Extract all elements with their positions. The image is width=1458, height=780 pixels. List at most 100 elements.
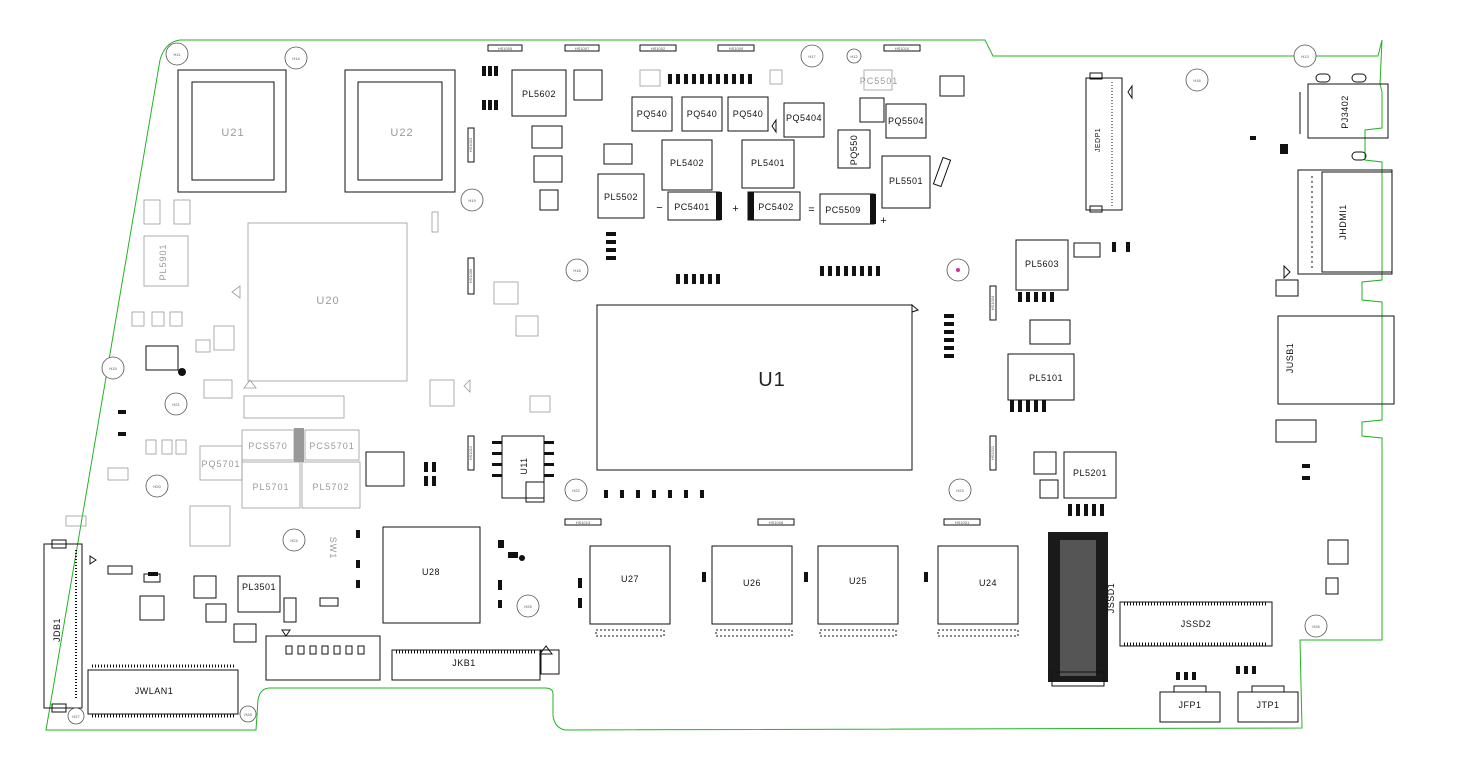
svg-text:H25: H25 — [524, 604, 532, 609]
svg-text:JHDMI1: JHDMI1 — [1338, 204, 1348, 240]
svg-text:U11: U11 — [519, 457, 529, 474]
switch-sw1[interactable]: SW1 — [328, 537, 338, 560]
heatsink-label: HS1007 — [564, 44, 600, 52]
svg-text:HS1004: HS1004 — [990, 295, 995, 310]
svg-text:HS1012: HS1012 — [468, 445, 473, 460]
inductor-pl5402[interactable]: PL5402 — [661, 139, 713, 191]
svg-text:PL5402: PL5402 — [670, 158, 704, 168]
chip-u1[interactable]: U1 — [596, 303, 920, 471]
sense-pcs5701[interactable]: PCS5701 — [304, 429, 360, 461]
connector-jtp1[interactable]: JTP1 — [1237, 685, 1299, 723]
connector-jusb1[interactable]: JUSB1 — [1277, 315, 1395, 405]
svg-text:U21: U21 — [221, 127, 244, 139]
chip-u22[interactable]: U22 — [344, 69, 456, 193]
svg-text:JKB1: JKB1 — [452, 658, 476, 668]
connector-battery[interactable] — [265, 629, 381, 681]
capacitor-pc5509[interactable]: PC5509 = + — [808, 193, 887, 227]
heatsink-label: HS1012 — [467, 435, 475, 471]
chip-u20[interactable]: U20 — [243, 222, 408, 389]
svg-text:PL5603: PL5603 — [1025, 259, 1059, 269]
connector-pj3402[interactable]: PJ3402 — [1299, 73, 1389, 161]
svg-text:JTP1: JTP1 — [1256, 700, 1279, 710]
svg-text:H20: H20 — [153, 484, 161, 489]
svg-text:JSSD2: JSSD2 — [1181, 619, 1212, 629]
svg-text:H12: H12 — [850, 54, 858, 59]
svg-text:HS1008: HS1008 — [769, 520, 784, 525]
sense-pcs5702[interactable]: PCS570 — [241, 428, 304, 462]
connector-jfp1[interactable]: JFP1 — [1159, 685, 1221, 723]
svg-text:PL5101: PL5101 — [1029, 373, 1063, 383]
svg-text:+: + — [880, 215, 887, 227]
svg-text:JDB1: JDB1 — [52, 618, 62, 642]
mosfet-pq5404[interactable]: PQ5404 — [783, 102, 825, 138]
connector-jkb1[interactable]: JKB1 — [391, 649, 541, 681]
svg-text:H14: H14 — [292, 56, 300, 61]
svg-text:−: − — [656, 202, 663, 214]
svg-text:U28: U28 — [422, 567, 440, 577]
mounting-hole: H13 — [1293, 44, 1317, 68]
mosfet-pq5403[interactable]: PQ540 — [727, 96, 769, 132]
inductor-pl5701[interactable]: PL5701 — [241, 461, 301, 509]
mosfet-pq5401[interactable]: PQ540 — [631, 96, 673, 132]
heatsink-label: HS1013 — [564, 518, 602, 526]
svg-text:PJ3402: PJ3402 — [1340, 95, 1350, 129]
svg-text:PL5701: PL5701 — [252, 482, 289, 492]
mosfet-pq5701[interactable]: PQ5701 — [199, 445, 243, 481]
inductor-pl5501[interactable]: PL5501 — [881, 155, 931, 209]
svg-text:H16: H16 — [1193, 78, 1201, 83]
mounting-hole: H27 — [67, 707, 85, 725]
inductor-pl5502[interactable]: PL5502 — [597, 173, 645, 219]
svg-text:H19: H19 — [468, 198, 476, 203]
svg-text:PL5602: PL5602 — [522, 89, 556, 99]
connector-jedp1[interactable]: JEDP1 — [1085, 72, 1133, 213]
capacitor-pc5401[interactable]: PC5401 − + — [656, 191, 739, 221]
mosfet-pq5504[interactable]: PQ5504 — [885, 103, 927, 139]
heatsink-label: HS1004 — [989, 285, 997, 321]
svg-text:=: = — [808, 204, 815, 216]
chip-u21[interactable]: U21 — [177, 69, 287, 193]
chip-u26[interactable]: U26 — [711, 545, 793, 625]
chip-u11[interactable]: U11 — [492, 435, 554, 499]
svg-text:PC5401: PC5401 — [674, 202, 710, 212]
inductor-pl5602[interactable]: PL5602 — [511, 69, 567, 117]
connector-jssd2[interactable]: JSSD2 — [1119, 601, 1273, 647]
capacitor-pc5402[interactable]: PC5402 — [747, 191, 801, 221]
mounting-holes: H11 H14 H17 H12 H16 H13 H19 H18 H15 H21 … — [67, 42, 1328, 725]
heatsink-label: HS1006 — [467, 257, 475, 295]
svg-text:H28: H28 — [244, 712, 252, 717]
heatsink-label: HS1005 — [487, 44, 523, 52]
svg-text:HS1006: HS1006 — [468, 268, 473, 283]
connector-jhdmi1[interactable]: JHDMI1 — [1297, 169, 1393, 275]
capacitor-pc5501[interactable]: PC5501 — [860, 76, 899, 86]
svg-text:HS1010: HS1010 — [895, 46, 910, 51]
chip-u27[interactable]: U27 — [589, 545, 671, 625]
heatsink-label: HS1009 — [717, 44, 755, 52]
inductor-pl5101[interactable]: PL5101 — [1007, 353, 1075, 401]
svg-text:PL5501: PL5501 — [889, 176, 923, 186]
mosfet-pq5503[interactable]: PQ550 — [837, 129, 871, 169]
inductor-pl5401[interactable]: PL5401 — [741, 139, 795, 189]
mounting-hole: H23 — [948, 478, 972, 502]
svg-text:PCS570: PCS570 — [248, 441, 288, 451]
svg-text:PC5402: PC5402 — [758, 202, 794, 212]
inductor-pl5901[interactable]: PL5901 — [143, 235, 189, 287]
pin-one-markers — [89, 118, 1291, 655]
chip-u24[interactable]: U24 — [937, 545, 1019, 625]
chip-u25[interactable]: U25 — [817, 545, 899, 625]
inductor-pl3501[interactable]: PL3501 — [237, 575, 281, 613]
heatsink-labels: HS1005 HS1007 HS1002 HS1009 HS1010 HS100… — [467, 44, 997, 526]
connector-jwlan1[interactable]: JWLAN1 — [87, 664, 239, 718]
inductor-pl5201[interactable]: PL5201 — [1063, 451, 1117, 499]
mosfet-pq5402[interactable]: PQ540 — [681, 96, 723, 132]
svg-text:U20: U20 — [316, 295, 339, 307]
inductor-pl5603[interactable]: PL5603 — [1015, 239, 1069, 291]
svg-text:JSSD1: JSSD1 — [1106, 583, 1116, 614]
chip-u28[interactable]: U28 — [382, 526, 481, 624]
connector-jdb1[interactable]: JDB1 — [43, 539, 83, 713]
heatsink-label: HS1010 — [883, 44, 921, 52]
inductor-pl5702[interactable]: PL5702 — [301, 461, 361, 509]
svg-text:H21: H21 — [172, 402, 180, 407]
mounting-hole: H16 — [1185, 68, 1209, 92]
connector-jssd1[interactable]: JSSD1 — [1048, 532, 1116, 687]
svg-text:U26: U26 — [743, 578, 761, 588]
